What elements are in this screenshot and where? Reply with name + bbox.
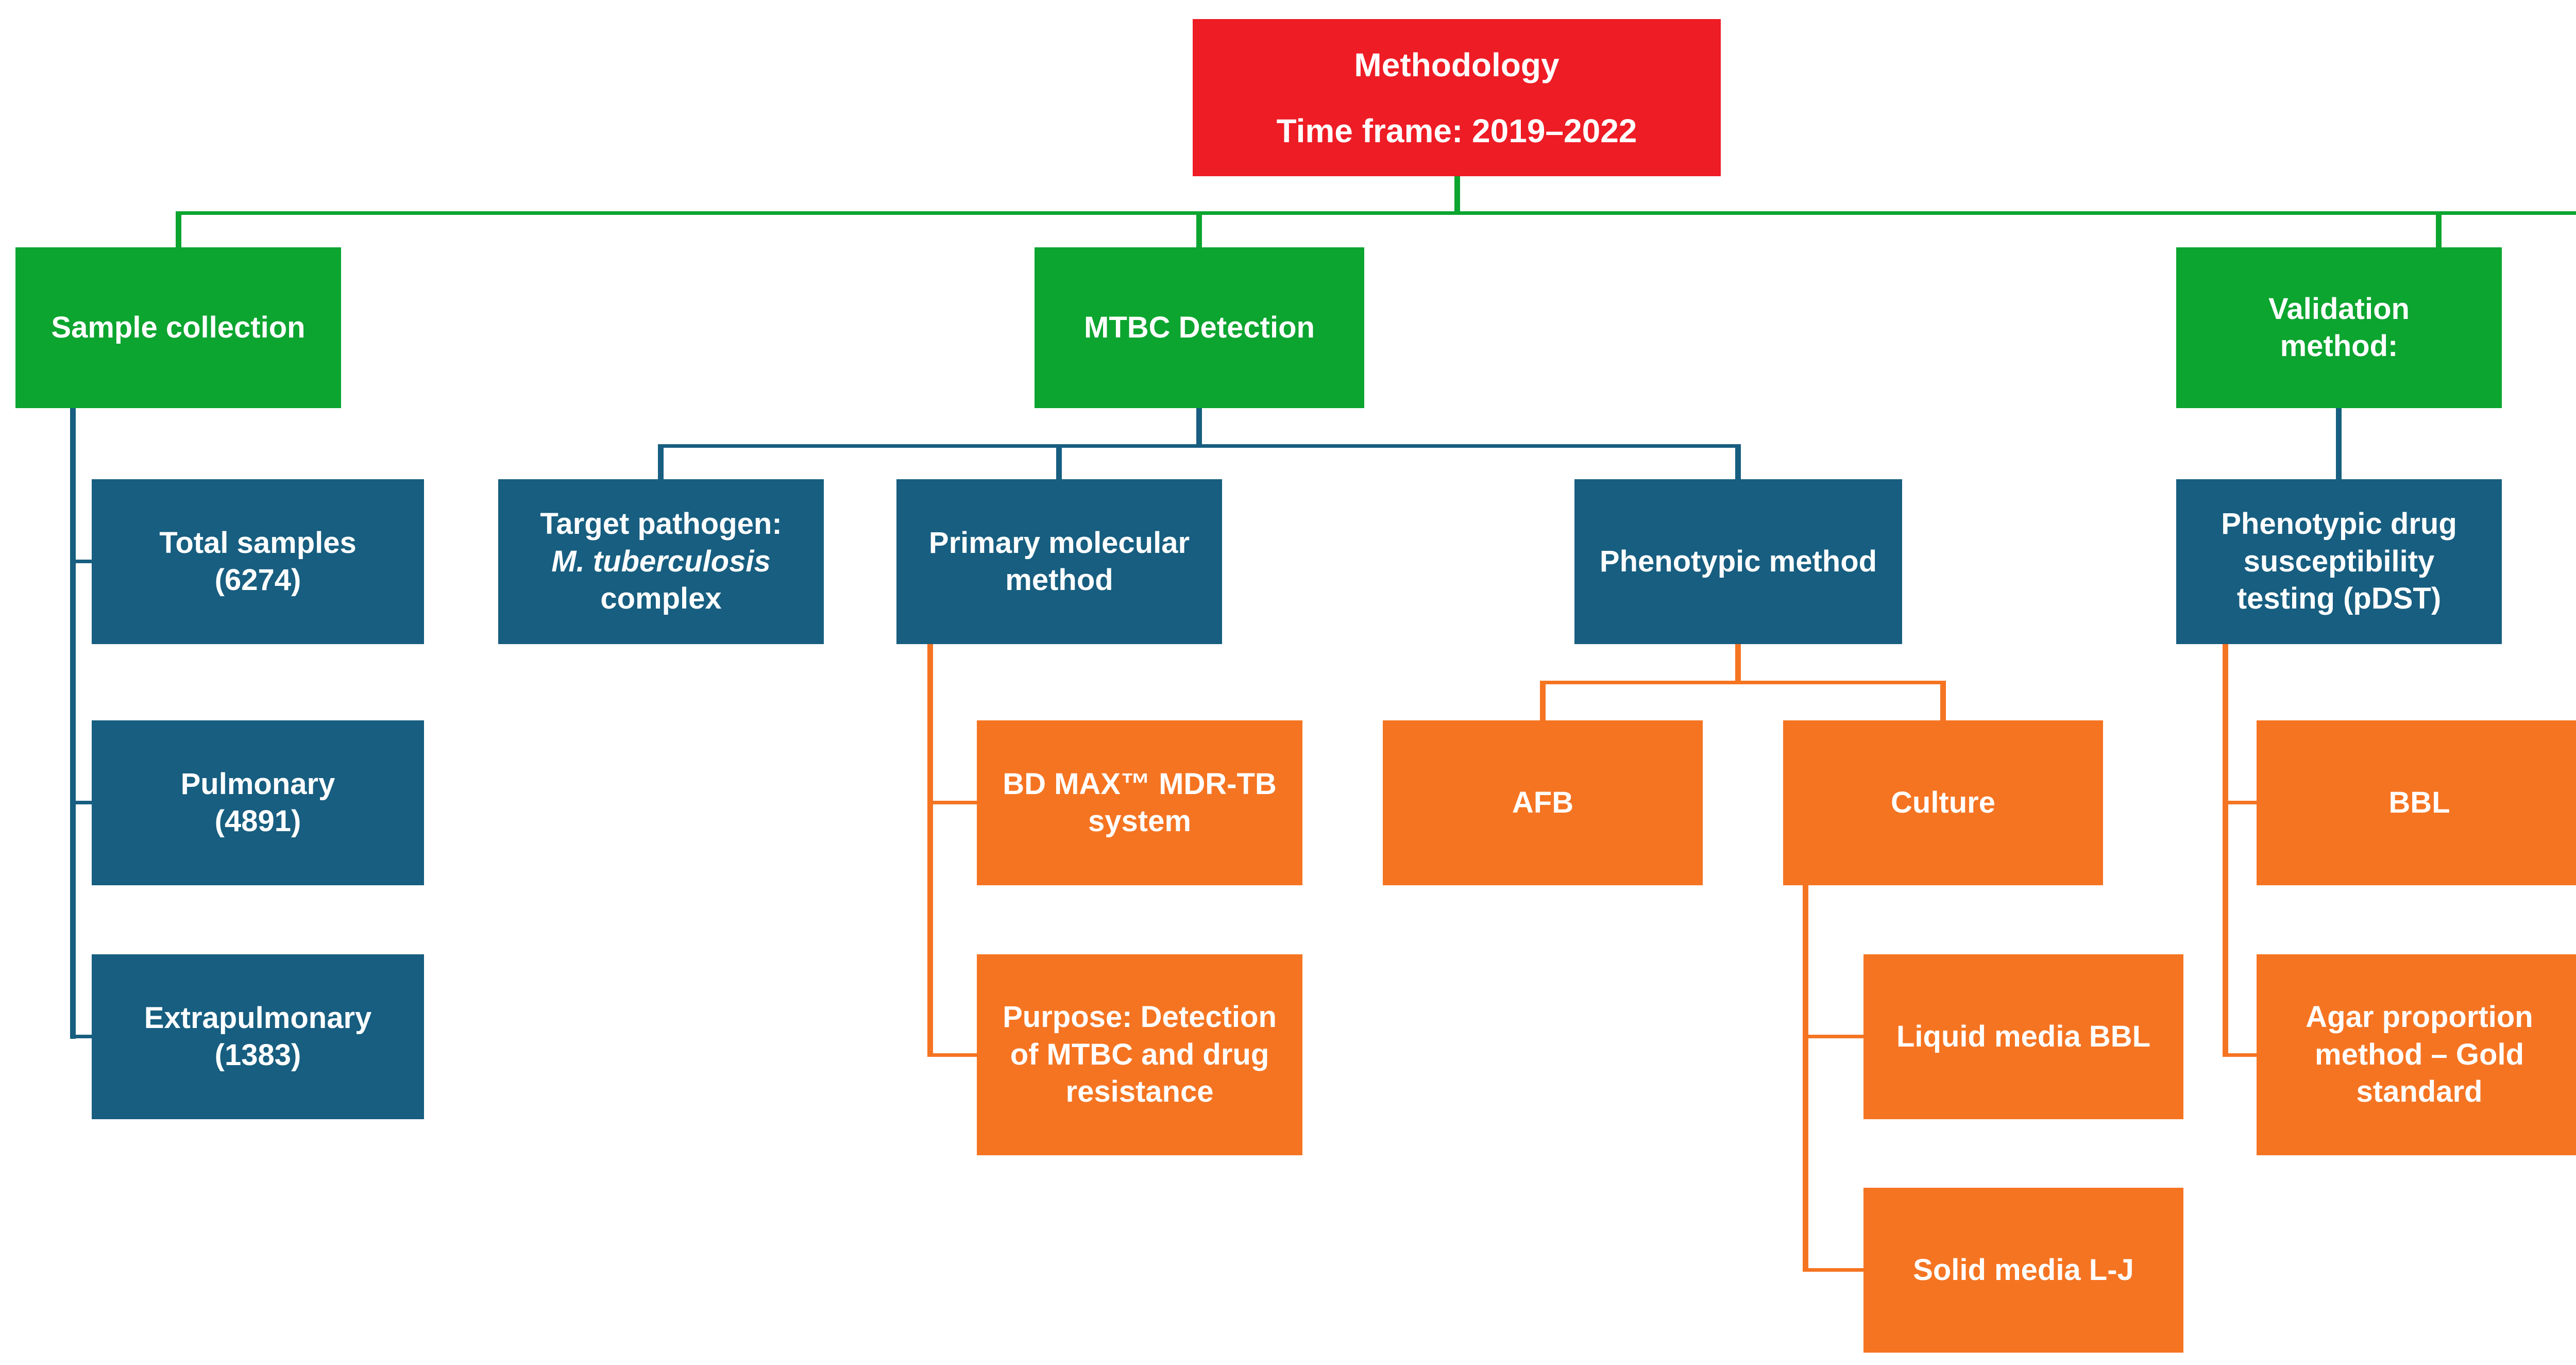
connector-line <box>658 444 664 479</box>
pulmonary-box: Pulmonary (4891) <box>92 720 424 885</box>
target-pathogen-line1: Target pathogen: <box>540 507 782 541</box>
connector-line <box>70 801 94 804</box>
connector-line <box>927 1053 977 1057</box>
connector-line <box>1735 643 1741 684</box>
connector-line <box>70 1035 94 1038</box>
connector-line <box>1540 681 1546 720</box>
pdst-box: Phenotypic drug susceptibility testing (… <box>2176 479 2502 644</box>
connector-line <box>70 560 94 563</box>
connector-line <box>927 801 977 804</box>
target-pathogen-line3: complex <box>600 582 722 616</box>
primary-molecular-method-box: Primary molecular method <box>896 479 1222 644</box>
connector-line <box>1803 884 1808 1272</box>
bbl-box: BBL <box>2257 720 2576 885</box>
connector-line <box>1196 211 1202 249</box>
methodology-root-box: Methodology Time frame: 2019–2022 <box>1193 19 1721 176</box>
total-samples-box: Total samples (6274) <box>92 479 424 644</box>
connector-line <box>2436 211 2442 249</box>
connector-line <box>1803 1268 1863 1272</box>
bd-max-system-box: BD MAX™ MDR-TB system <box>977 720 1302 885</box>
connector-line <box>1735 444 1741 479</box>
extrapulmonary-box: Extrapulmonary (1383) <box>92 954 424 1119</box>
connector-line <box>2223 643 2228 1057</box>
connector-line <box>1540 681 1946 684</box>
phenotypic-method-box: Phenotypic method <box>1574 479 1902 644</box>
connector-line <box>1196 407 1202 448</box>
sample-collection-box: Sample collection <box>15 247 341 408</box>
solid-media-lj-box: Solid media L-J <box>1863 1188 2183 1353</box>
connector-line <box>176 211 2576 215</box>
connector-line <box>1940 681 1946 720</box>
connector-line <box>2336 407 2342 479</box>
mtbc-detection-box: MTBC Detection <box>1035 247 1364 408</box>
agar-proportion-box: Agar proportion method – Gold standard <box>2257 954 2576 1155</box>
connector-line <box>70 407 76 1039</box>
connector-line <box>1803 1035 1863 1038</box>
connector-line <box>2223 1053 2257 1057</box>
connector-line <box>1056 444 1062 479</box>
target-pathogen-box: Target pathogen: M. tuberculosis complex <box>498 479 824 644</box>
purpose-detection-box: Purpose: Detection of MTBC and drug resi… <box>977 954 1302 1155</box>
target-pathogen-species-italic: M. tuberculosis <box>551 544 771 578</box>
culture-box: Culture <box>1783 720 2103 885</box>
connector-line <box>658 444 1741 448</box>
validation-method-box: Validation method: <box>2176 247 2502 408</box>
connector-line <box>1454 175 1460 215</box>
afb-box: AFB <box>1383 720 1703 885</box>
connector-line <box>176 211 181 249</box>
connector-line <box>2223 801 2257 804</box>
liquid-media-bbl-box: Liquid media BBL <box>1863 954 2183 1119</box>
connector-line <box>927 643 933 1057</box>
